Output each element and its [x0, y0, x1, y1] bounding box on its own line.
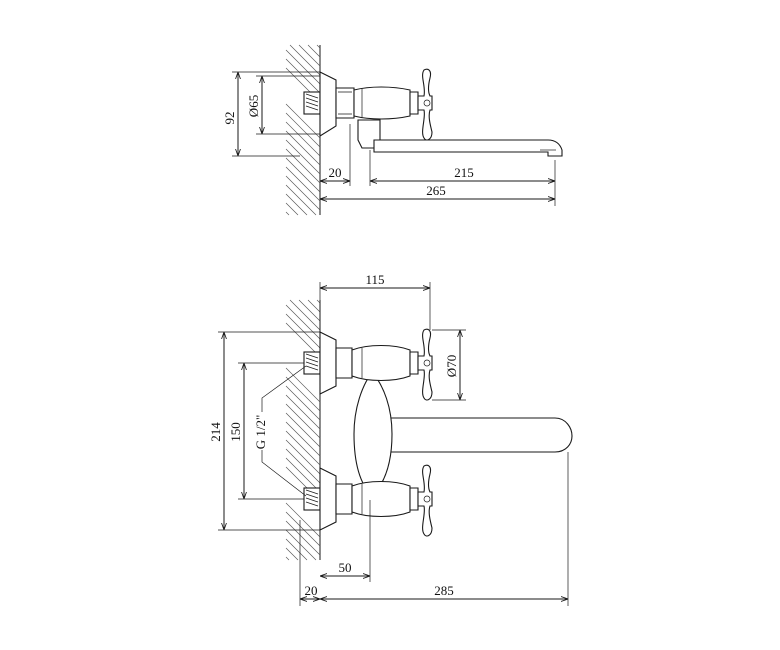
front-dim-spout-length: 285 — [434, 583, 454, 598]
hatch-line — [285, 556, 290, 561]
hatch-line — [285, 313, 321, 349]
side-nut — [335, 87, 355, 119]
side-cross-handle — [417, 68, 433, 141]
front-dim-body-offset: 50 — [339, 560, 352, 575]
hatch-line — [285, 502, 321, 538]
thread-callout: G 1/2" — [253, 365, 307, 497]
hatch-line — [285, 112, 321, 148]
hatch-line — [285, 457, 321, 493]
hatch-line — [289, 44, 321, 76]
hatch-line — [316, 299, 321, 304]
hatch-line — [285, 193, 308, 216]
front-dim-wall-offset: 20 — [305, 583, 318, 598]
side-view: 92 Ø65 20 215 265 — [222, 44, 563, 216]
hatch-line — [285, 175, 321, 211]
hatch-line — [285, 403, 321, 439]
side-spout — [373, 139, 563, 157]
front-spout — [379, 417, 573, 453]
front-lower-inlet-thread — [303, 487, 321, 511]
hatch-line — [285, 304, 321, 340]
hatch-line — [285, 121, 321, 157]
hatch-line — [289, 299, 321, 331]
hatch-line — [285, 148, 321, 184]
front-lower-flange — [319, 467, 337, 531]
front-wall-hatch — [285, 299, 321, 561]
hatch-line — [285, 430, 321, 466]
hatch-line — [285, 529, 317, 561]
thread-label: G 1/2" — [253, 415, 268, 450]
hatch-line — [285, 103, 321, 139]
hatch-line — [285, 385, 321, 421]
side-wall-hatch — [285, 44, 321, 216]
front-upper-valve — [351, 344, 411, 382]
front-valve-body — [353, 371, 393, 497]
hatch-line — [285, 166, 321, 202]
front-view: 115 Ø70 214 150 G 1/2" 50 20 — [208, 272, 573, 606]
hatch-line — [285, 376, 321, 412]
hatch-line — [285, 184, 317, 216]
side-flange — [319, 71, 337, 137]
hatch-line — [298, 44, 321, 67]
front-upper-inlet-thread — [303, 351, 321, 375]
hatch-line — [285, 547, 299, 561]
hatch-line — [298, 299, 321, 322]
hatch-line — [285, 202, 299, 216]
front-dim-handle-diameter: Ø70 — [444, 355, 459, 377]
front-dim-center-distance: 150 — [228, 422, 243, 442]
side-inlet-thread — [303, 91, 321, 115]
hatch-line — [285, 394, 321, 430]
hatch-line — [285, 538, 308, 561]
hatch-line — [285, 49, 321, 85]
hatch-line — [307, 299, 321, 313]
front-dim-handle-span: 115 — [365, 272, 384, 287]
hatch-line — [285, 157, 321, 193]
hatch-line — [285, 412, 321, 448]
hatch-line — [285, 421, 321, 457]
hatch-line — [285, 448, 321, 484]
side-dim-spout-reach: 215 — [454, 165, 474, 180]
front-lower-cross-handle — [417, 464, 433, 537]
hatch-line — [285, 139, 321, 175]
front-upper-cross-handle — [417, 328, 433, 401]
hatch-line — [285, 322, 321, 358]
front-lower-valve — [351, 480, 411, 518]
side-dim-total-length: 265 — [426, 183, 446, 198]
hatch-line — [285, 211, 290, 216]
side-dim-wall-offset: 20 — [329, 165, 342, 180]
front-upper-flange — [319, 331, 337, 395]
hatch-line — [285, 520, 321, 556]
hatch-line — [285, 439, 321, 475]
side-dim-diameter: Ø65 — [246, 95, 261, 117]
hatch-line — [285, 511, 321, 547]
side-dim-height: 92 — [222, 112, 237, 125]
hatch-line — [307, 44, 321, 58]
hatch-line — [285, 367, 321, 403]
hatch-line — [316, 44, 321, 49]
front-dim-total-height: 214 — [208, 422, 223, 442]
side-valve-body — [353, 86, 411, 120]
hatch-line — [285, 130, 321, 166]
